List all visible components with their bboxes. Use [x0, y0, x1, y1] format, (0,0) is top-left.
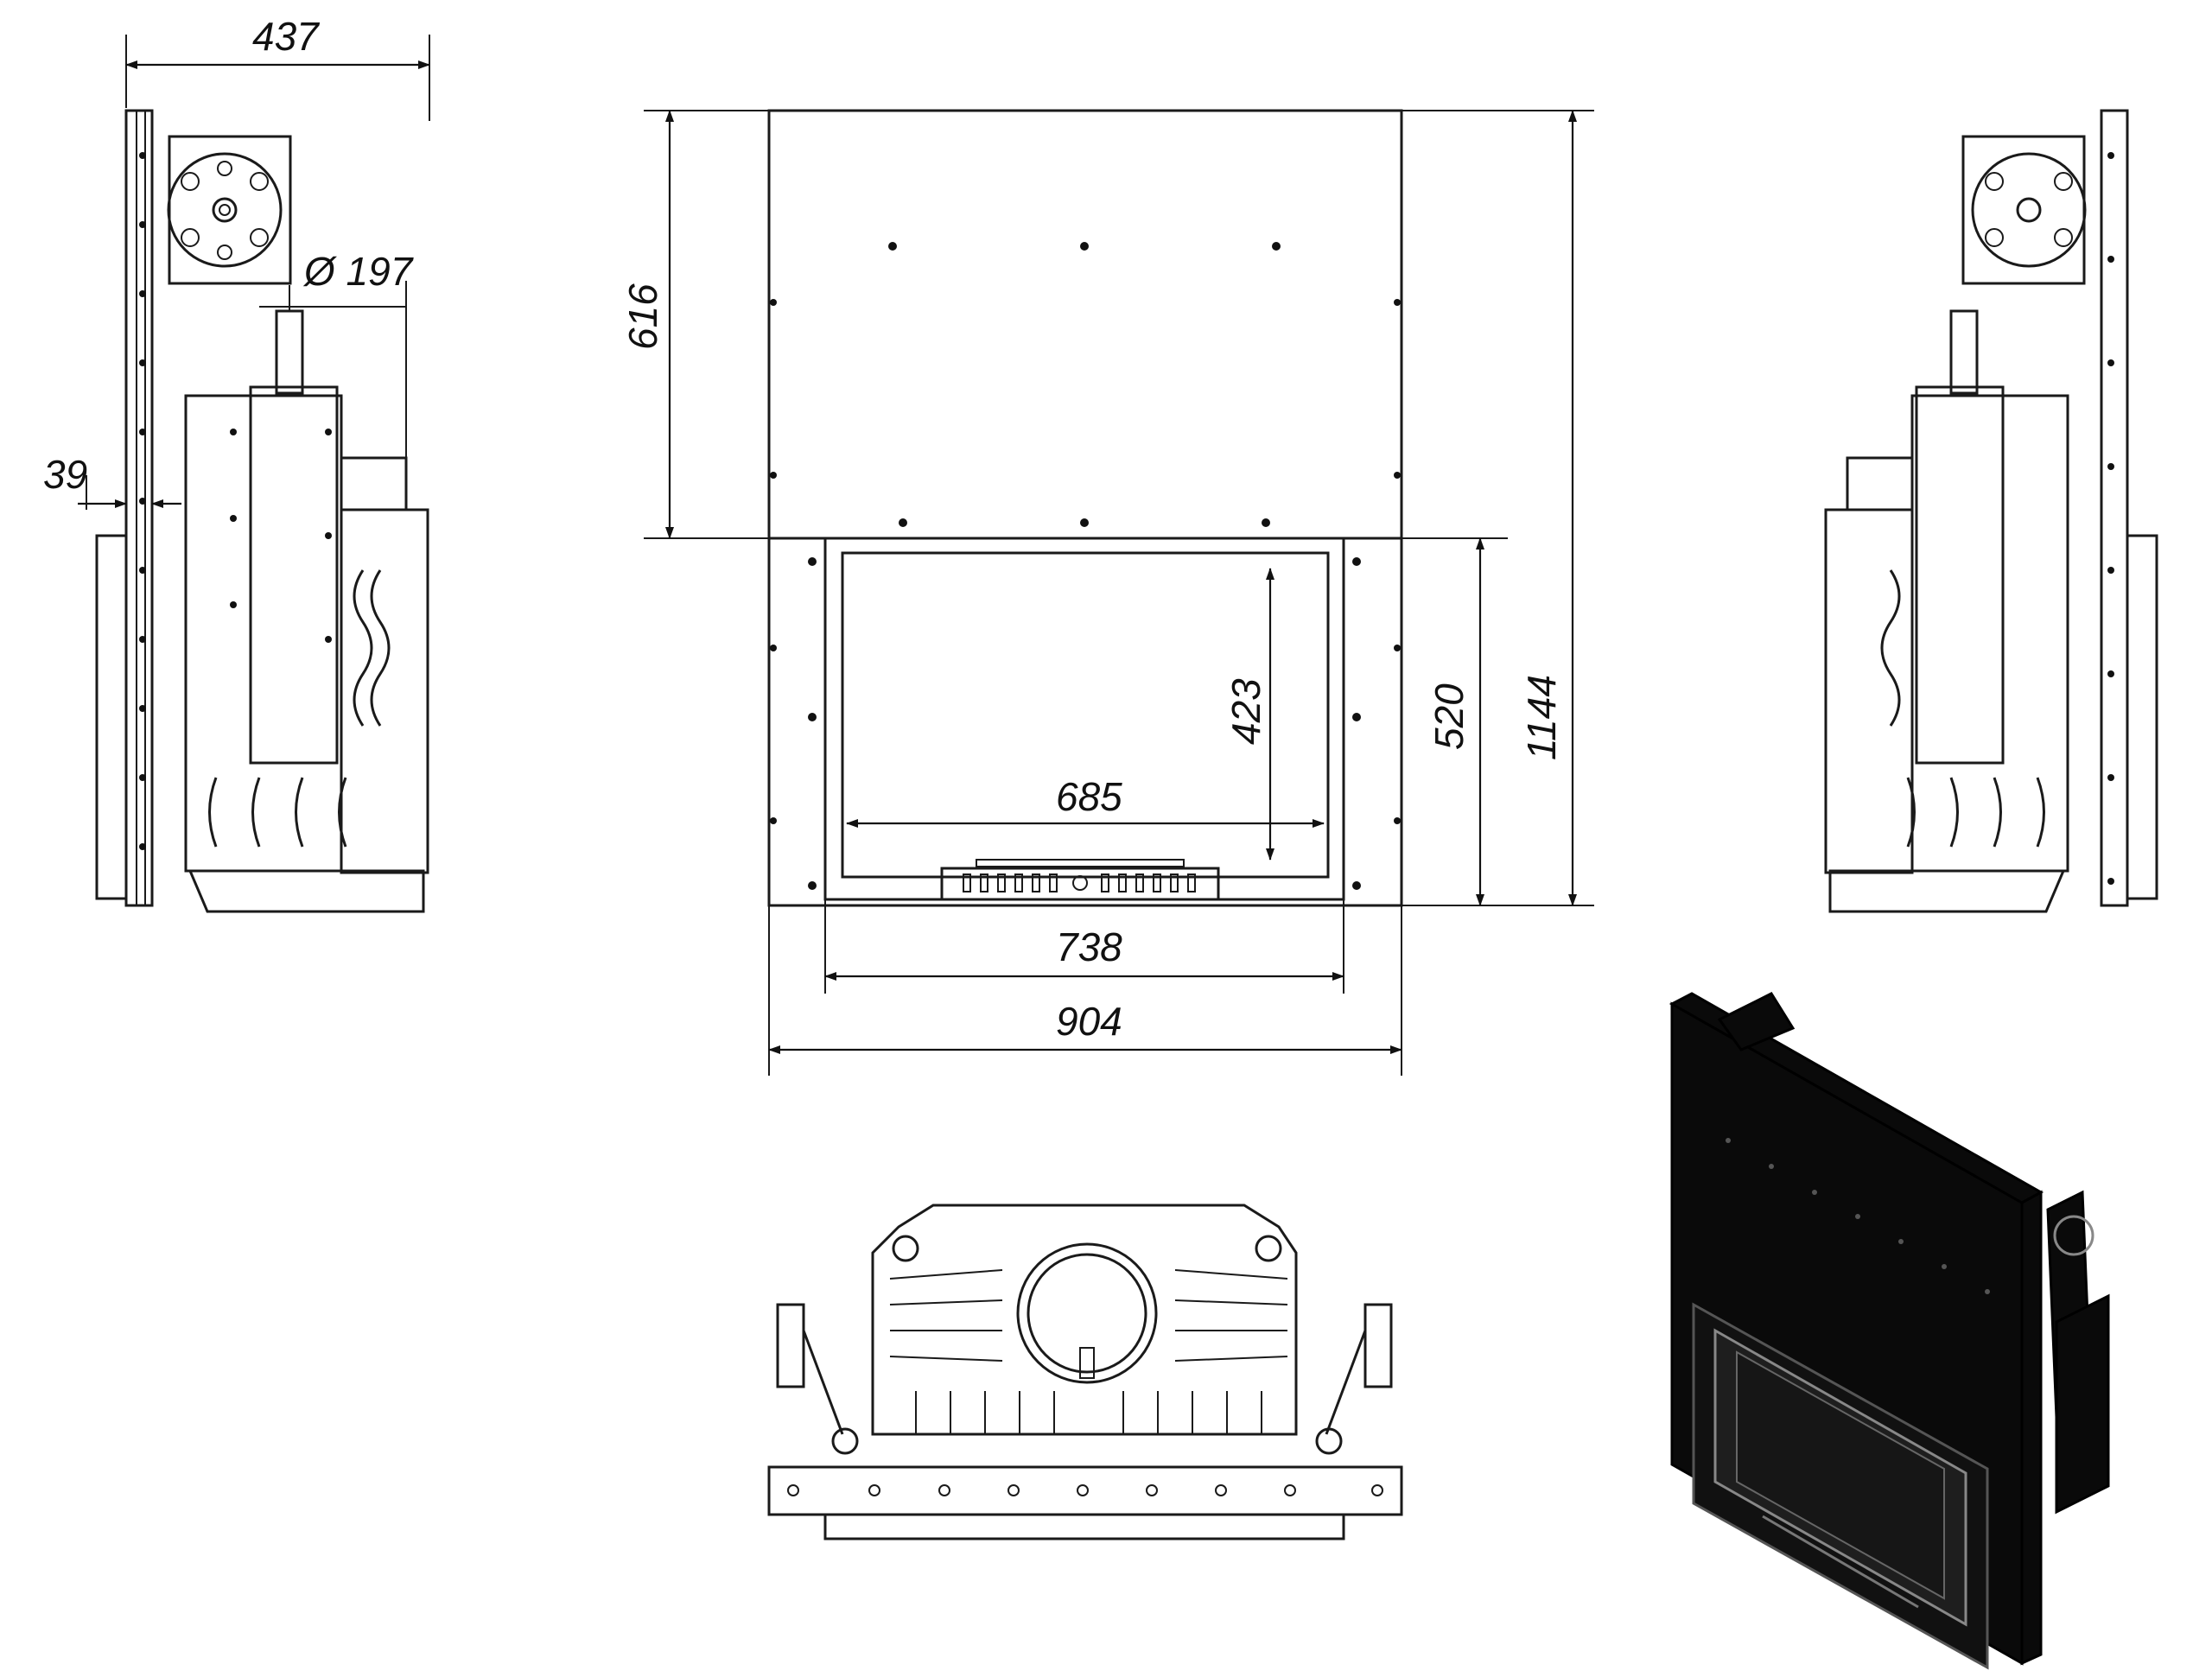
dim-glass-height: 423 [1224, 678, 1268, 745]
isometric-view [1669, 992, 2110, 1670]
right-side-view [1824, 109, 2158, 913]
front-view: 616 1144 520 423 685 738 904 [620, 109, 1594, 1076]
dim-frame-offset: 39 [43, 452, 87, 497]
dim-glass-width: 685 [1056, 774, 1122, 819]
top-view [767, 1204, 1403, 1540]
left-side-view: 437 Ø 197 [43, 14, 430, 913]
dim-total-width: 904 [1056, 999, 1122, 1044]
dim-upper-height: 616 [620, 283, 665, 350]
dim-frame-height: 520 [1427, 683, 1471, 750]
dim-flue-diameter: Ø 197 [302, 249, 414, 294]
dim-frame-width: 738 [1056, 924, 1122, 969]
dim-total-height: 1144 [1519, 675, 1564, 760]
dim-side-depth: 437 [252, 14, 320, 59]
